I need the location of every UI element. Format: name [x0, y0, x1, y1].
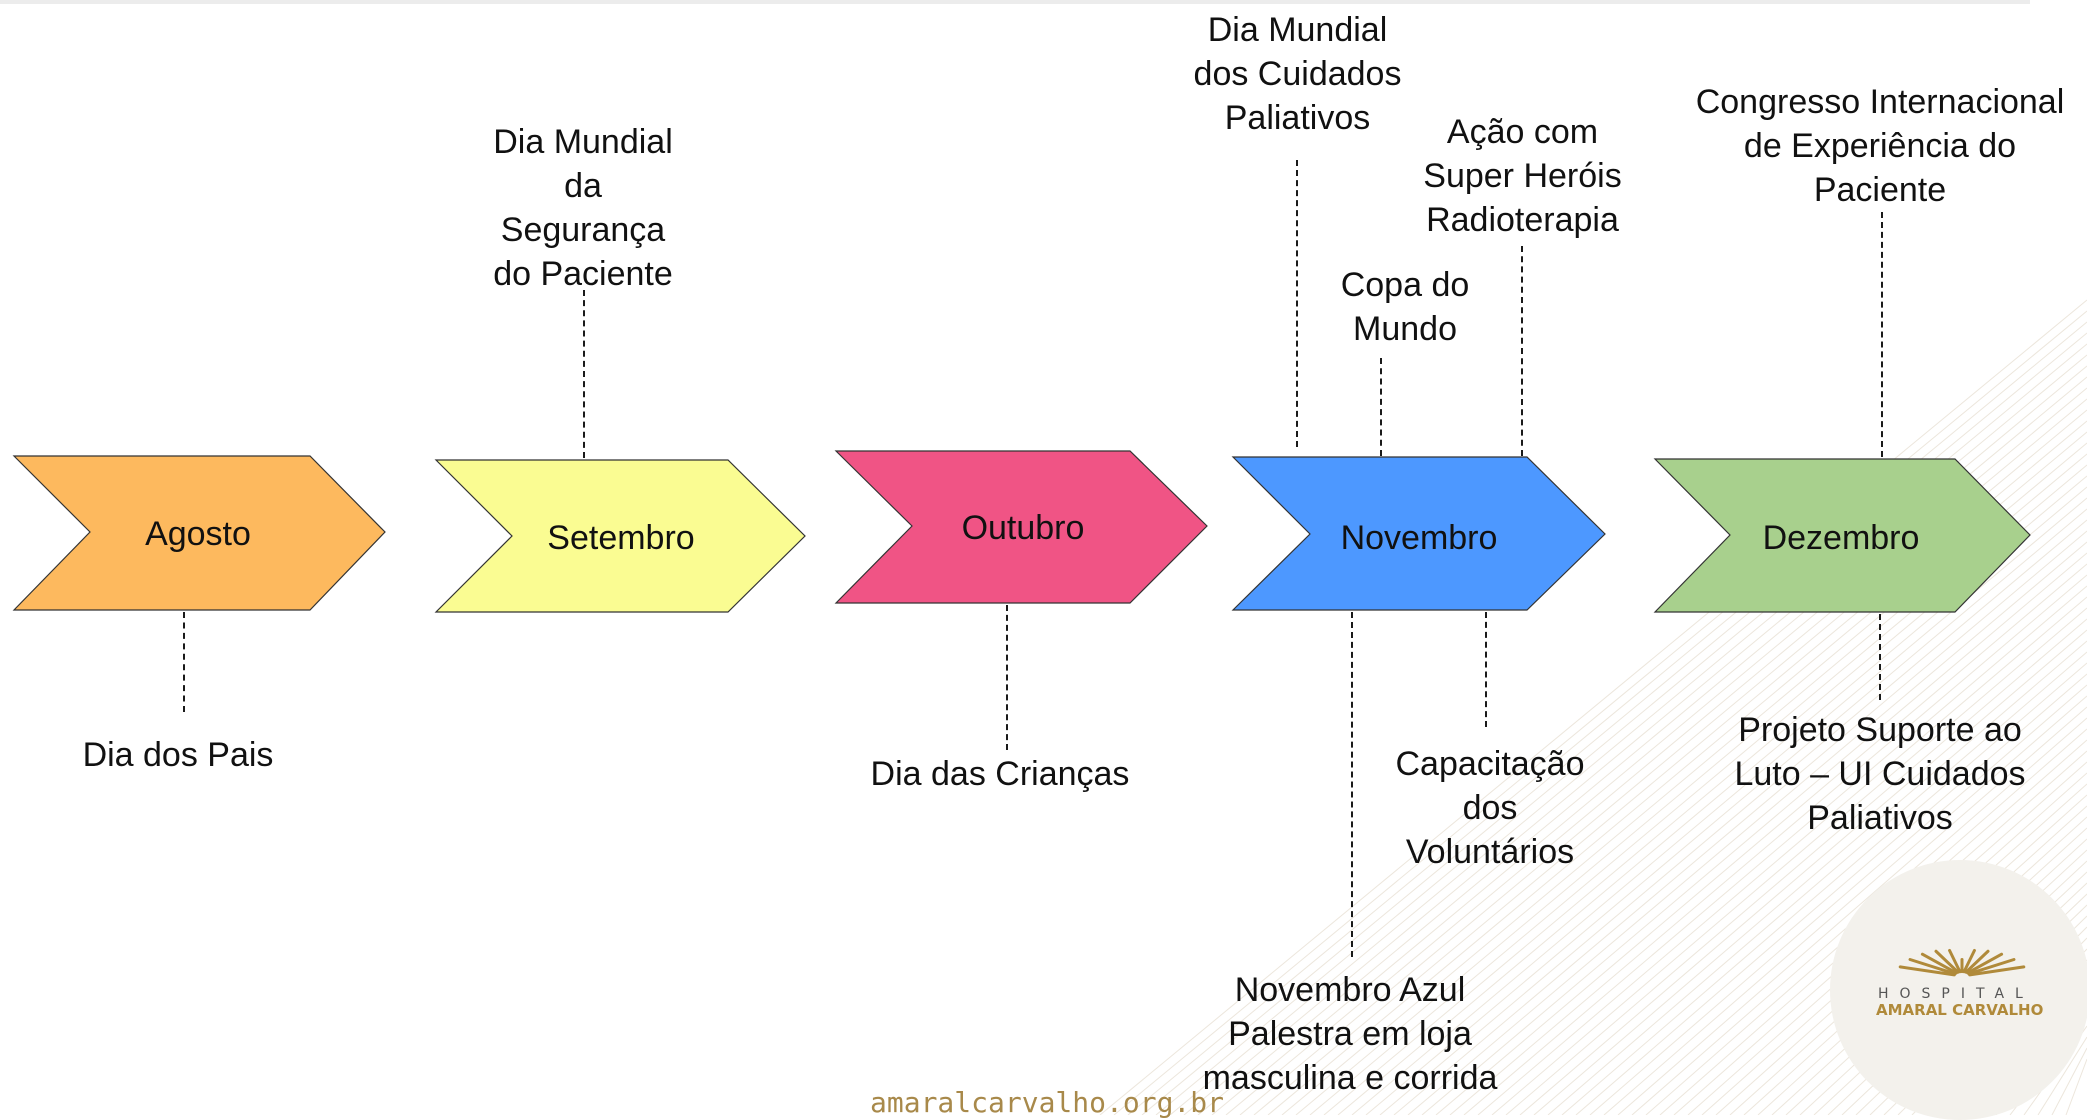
- connector-dia-pais: [183, 612, 185, 712]
- connector-paliativos: [1296, 160, 1298, 447]
- connector-criancas: [1006, 605, 1008, 750]
- connector-seguranca: [583, 290, 585, 458]
- event-seguranca-paciente: Dia Mundial da Segurança do Paciente: [493, 123, 673, 293]
- chevron-agosto: [12, 455, 386, 611]
- event-dia-dos-pais: Dia dos Pais: [82, 736, 274, 774]
- event-capacitacao-voluntarios: Capacitação dos Voluntários: [1395, 745, 1585, 871]
- footer-website[interactable]: amaralcarvalho.org.br: [870, 1086, 1225, 1119]
- logo-name-text: AMARAL CARVALHO: [1876, 1001, 2044, 1019]
- chevron-novembro: [1231, 456, 1606, 611]
- event-novembro-azul: Novembro Azul Palestra em loja masculina…: [1202, 971, 1498, 1097]
- top-rule: [0, 0, 2030, 4]
- chevron-setembro: [434, 459, 806, 613]
- connector-novembro-azul: [1351, 612, 1353, 957]
- chevron-dezembro: [1653, 458, 2031, 613]
- month-label-setembro: Setembro: [547, 519, 695, 557]
- month-label-outubro: Outubro: [961, 509, 1085, 547]
- logo-hospital-text: HOSPITAL: [1878, 986, 2034, 1002]
- month-label-agosto: Agosto: [145, 515, 251, 553]
- event-cuidados-paliativos: Dia Mundial dos Cuidados Paliativos: [1193, 11, 1402, 137]
- sunburst-icon: [1898, 948, 2026, 977]
- month-label-novembro: Novembro: [1340, 519, 1498, 557]
- logo-background: [1830, 860, 2087, 1120]
- connector-copa: [1380, 358, 1382, 456]
- event-congresso-internacional: Congresso Internacional de Experiência d…: [1695, 83, 2065, 209]
- connector-super-herois: [1521, 246, 1523, 456]
- connector-capacitacao: [1485, 612, 1487, 727]
- connector-luto: [1879, 614, 1881, 700]
- event-suporte-luto: Projeto Suporte ao Luto – UI Cuidados Pa…: [1734, 711, 2026, 837]
- chevron-outubro: [834, 450, 1208, 604]
- event-dia-criancas: Dia das Crianças: [870, 755, 1130, 793]
- event-super-herois: Ação com Super Heróis Radioterapia: [1423, 113, 1622, 239]
- connector-congresso: [1881, 212, 1883, 457]
- event-copa-do-mundo: Copa do Mundo: [1340, 266, 1470, 348]
- month-label-dezembro: Dezembro: [1762, 519, 1920, 557]
